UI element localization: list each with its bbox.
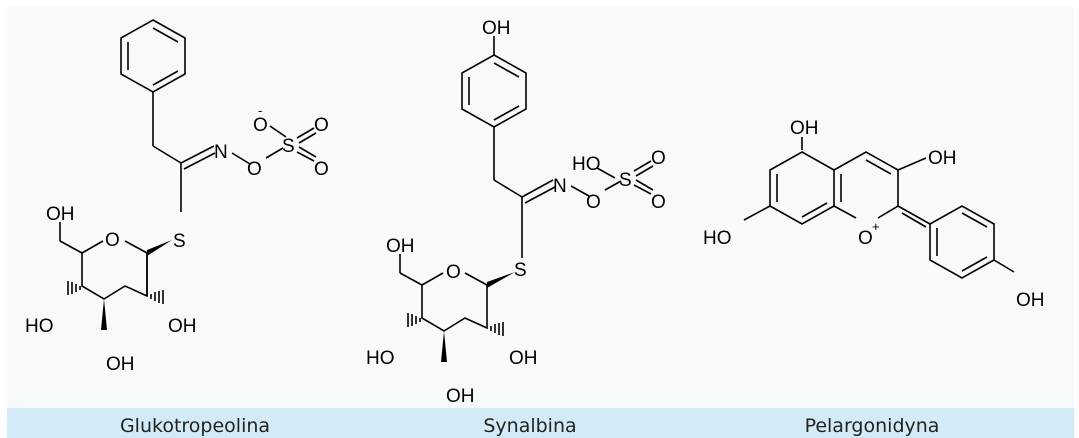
atom-ho-left: HO bbox=[366, 348, 395, 369]
atom-n: N bbox=[553, 176, 567, 197]
atom-oh-top: OH bbox=[482, 18, 511, 39]
caption-bar bbox=[7, 408, 1074, 438]
atom-ho-left: HO bbox=[703, 228, 732, 249]
charge-plus: + bbox=[872, 219, 880, 234]
atom-oh-bottom: OH bbox=[106, 354, 135, 375]
molecule-glukotropeolina: OH O S N O O - S O O HO OH OH bbox=[25, 19, 329, 375]
atom-s: S bbox=[173, 231, 186, 252]
phenol-ring bbox=[461, 54, 527, 128]
atom-o-plus: O bbox=[858, 228, 873, 249]
hashed-bond-right bbox=[150, 290, 164, 304]
atom-o-down: O bbox=[651, 192, 666, 213]
c-ring bbox=[833, 151, 899, 219]
phenyl-ring bbox=[929, 205, 995, 279]
atom-oh-phenyl: OH bbox=[1016, 290, 1045, 311]
atom-o-down: O bbox=[314, 159, 329, 180]
phenyl-ring bbox=[120, 19, 186, 93]
atom-o-up: O bbox=[314, 115, 329, 136]
atom-oh-ch2: OH bbox=[46, 204, 75, 225]
atom-ho-sulfonyl: HO bbox=[572, 154, 601, 175]
atom-ring-o: O bbox=[105, 230, 120, 251]
atom-oh-right: OH bbox=[509, 348, 538, 369]
atom-oh-right: OH bbox=[168, 316, 197, 337]
atom-oh-c3: OH bbox=[928, 148, 957, 169]
atom-o-minus: O bbox=[253, 115, 268, 136]
caption-synalbina: Synalbina bbox=[483, 415, 577, 437]
molecule-pelargonidyna: OH OH HO O + OH bbox=[703, 118, 1045, 311]
hashed-bond-left bbox=[67, 281, 81, 295]
atom-s-sulfonyl: S bbox=[282, 136, 295, 157]
caption-glukotropeolina: Glukotropeolina bbox=[119, 415, 271, 437]
atom-oh-top: OH bbox=[790, 118, 819, 139]
atom-o-link: O bbox=[586, 192, 601, 213]
atom-ring-o: O bbox=[446, 262, 461, 283]
atom-o-up: O bbox=[651, 148, 666, 169]
atom-oh-bottom: OH bbox=[446, 386, 475, 407]
atom-s: S bbox=[514, 260, 527, 281]
caption-pelargonidyna: Pelargonidyna bbox=[804, 415, 940, 437]
atom-ho-left: HO bbox=[25, 316, 54, 337]
molecule-synalbina: OH OH O S N O HO S O O HO OH OH bbox=[366, 18, 666, 407]
hashed-bond-left bbox=[407, 313, 421, 327]
atom-n: N bbox=[214, 142, 228, 163]
a-ring bbox=[769, 151, 835, 225]
hashed-bond-right bbox=[490, 322, 504, 336]
charge-minus: - bbox=[258, 103, 262, 118]
atom-o-link: O bbox=[247, 159, 262, 180]
atom-oh-ch2: OH bbox=[386, 236, 415, 257]
atom-s-sulfonyl: S bbox=[619, 170, 632, 191]
